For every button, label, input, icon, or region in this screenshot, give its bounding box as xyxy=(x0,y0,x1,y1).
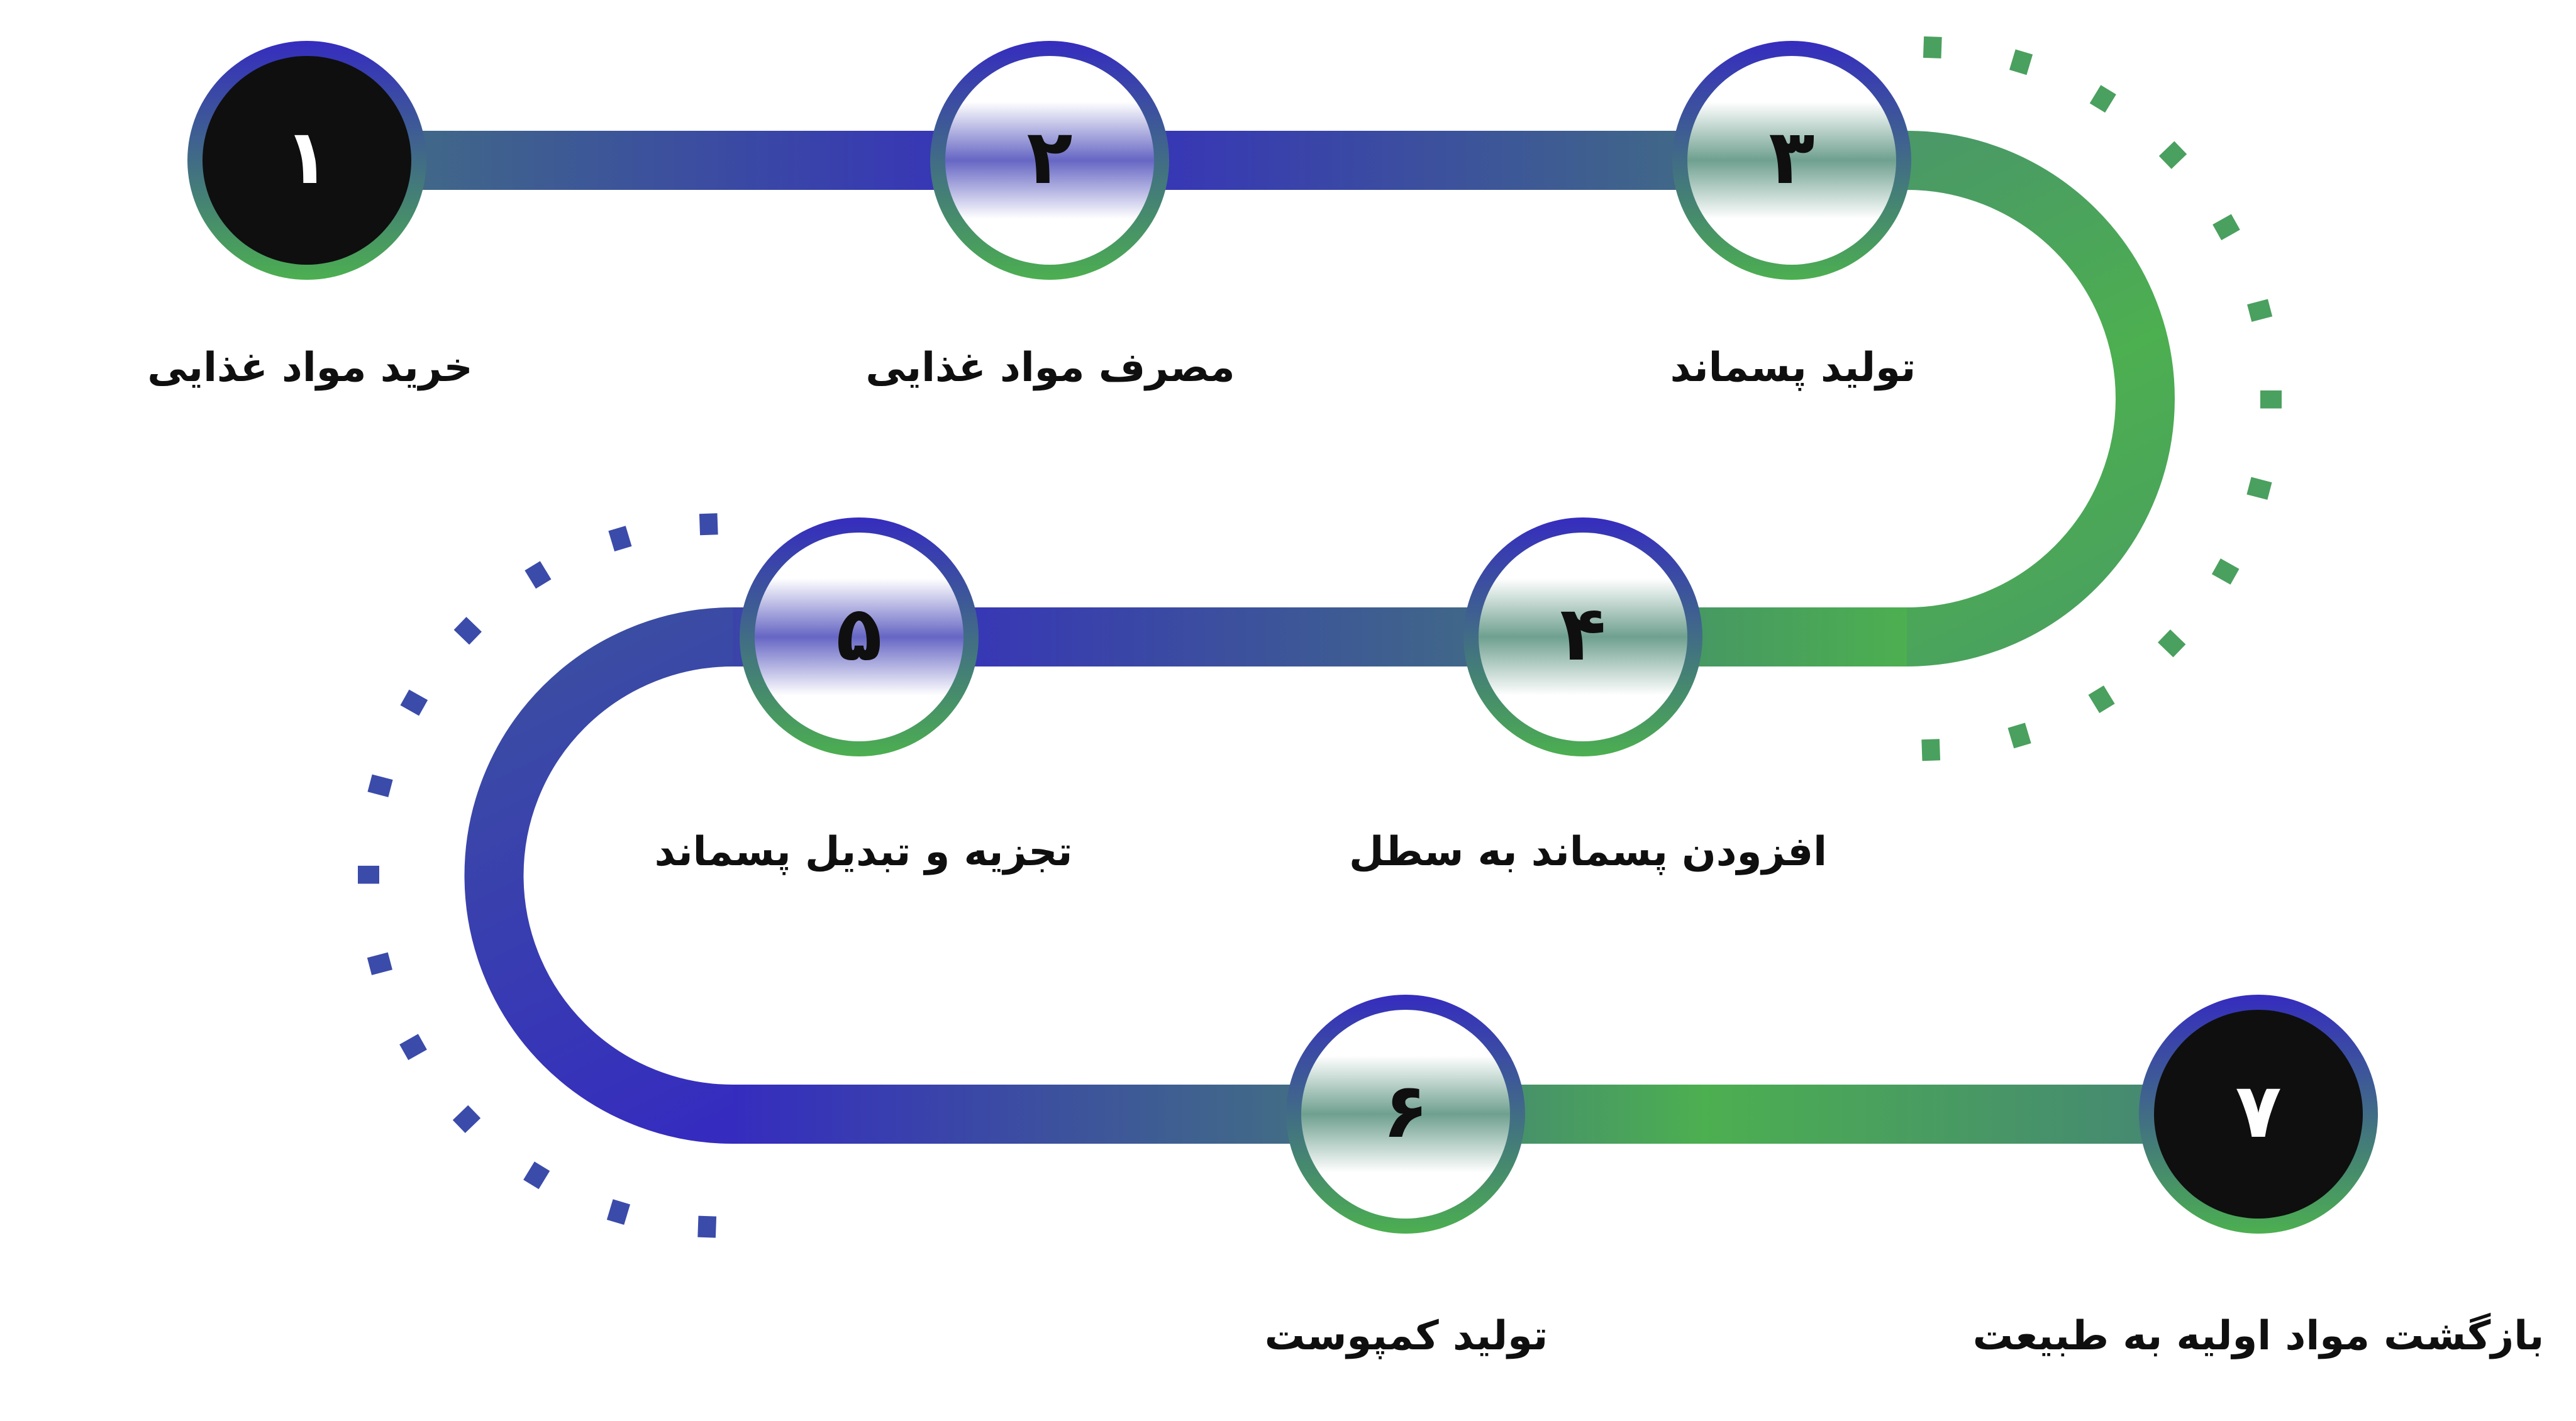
step-number-7: ۷ xyxy=(2235,1068,2282,1155)
dash-mark xyxy=(400,689,428,716)
dash-mark xyxy=(2260,390,2282,409)
dashed-arc-right xyxy=(1921,36,2282,761)
node-fill xyxy=(1301,1010,1510,1219)
dash-mark xyxy=(453,617,482,645)
dash-mark xyxy=(2089,85,2116,113)
dash-mark xyxy=(608,526,632,551)
node-fill xyxy=(1687,56,1896,265)
dash-mark xyxy=(606,1199,631,1225)
dash-mark xyxy=(2212,214,2240,241)
step-nodes xyxy=(187,41,2378,1234)
dashed-arc-left xyxy=(358,513,718,1238)
dash-mark xyxy=(2246,477,2272,500)
dash-mark xyxy=(399,1034,427,1061)
node-fill xyxy=(1479,533,1687,741)
dash-mark xyxy=(2007,722,2031,749)
step-node-6 xyxy=(1286,995,1525,1234)
step-node-2 xyxy=(930,41,1169,280)
step-number-2: ۲ xyxy=(1026,114,1073,201)
dash-mark xyxy=(523,1161,550,1190)
connector-track xyxy=(307,131,2258,1144)
step-node-3 xyxy=(1672,41,1911,280)
dash-mark xyxy=(2247,299,2273,322)
track-curve-right xyxy=(1906,131,2175,666)
step-number-5: ۵ xyxy=(836,590,882,678)
node-fill xyxy=(755,533,963,741)
step-label-3: تولید پسماند xyxy=(1670,345,1917,391)
dash-mark xyxy=(452,1105,481,1133)
dash-mark xyxy=(2211,558,2240,585)
step-label-5: تجزیه و تبدیل پسماند xyxy=(654,829,1074,875)
step-number-6: ۶ xyxy=(1382,1068,1429,1155)
step-node-4 xyxy=(1463,517,1702,756)
dash-mark xyxy=(2158,141,2187,169)
step-label-6: تولید کمپوست xyxy=(1264,1313,1549,1359)
step-label-2: مصرف مواد غذایی xyxy=(865,345,1235,391)
dashed-arcs xyxy=(358,36,2282,1238)
dash-mark xyxy=(2158,629,2186,658)
dash-mark xyxy=(367,774,393,797)
track-curve-left xyxy=(464,607,733,1144)
step-node-5 xyxy=(740,517,979,756)
step-label-1: خرید مواد غذایی xyxy=(147,345,473,391)
node-fill xyxy=(2154,1010,2363,1219)
step-label-7: بازگشت مواد اولیه به طبیعت xyxy=(1972,1313,2545,1359)
dash-mark xyxy=(367,952,392,975)
dash-mark xyxy=(697,1215,717,1238)
step-label-4: افزودن پسماند به سطل xyxy=(1348,829,1828,875)
step-number-1: ۱ xyxy=(284,114,330,201)
dash-mark xyxy=(358,865,379,884)
step-node-7 xyxy=(2139,995,2378,1234)
node-fill xyxy=(945,56,1154,265)
step-number-3: ۳ xyxy=(1768,114,1815,201)
step-number-4: ۴ xyxy=(1560,590,1606,678)
dash-mark xyxy=(525,561,552,589)
step-node-1 xyxy=(187,41,426,280)
node-fill xyxy=(203,56,411,265)
dash-mark xyxy=(2088,685,2115,714)
dash-mark xyxy=(2009,49,2033,75)
dash-mark xyxy=(1923,36,1942,58)
dash-mark xyxy=(699,513,718,536)
dash-mark xyxy=(1921,739,1941,761)
